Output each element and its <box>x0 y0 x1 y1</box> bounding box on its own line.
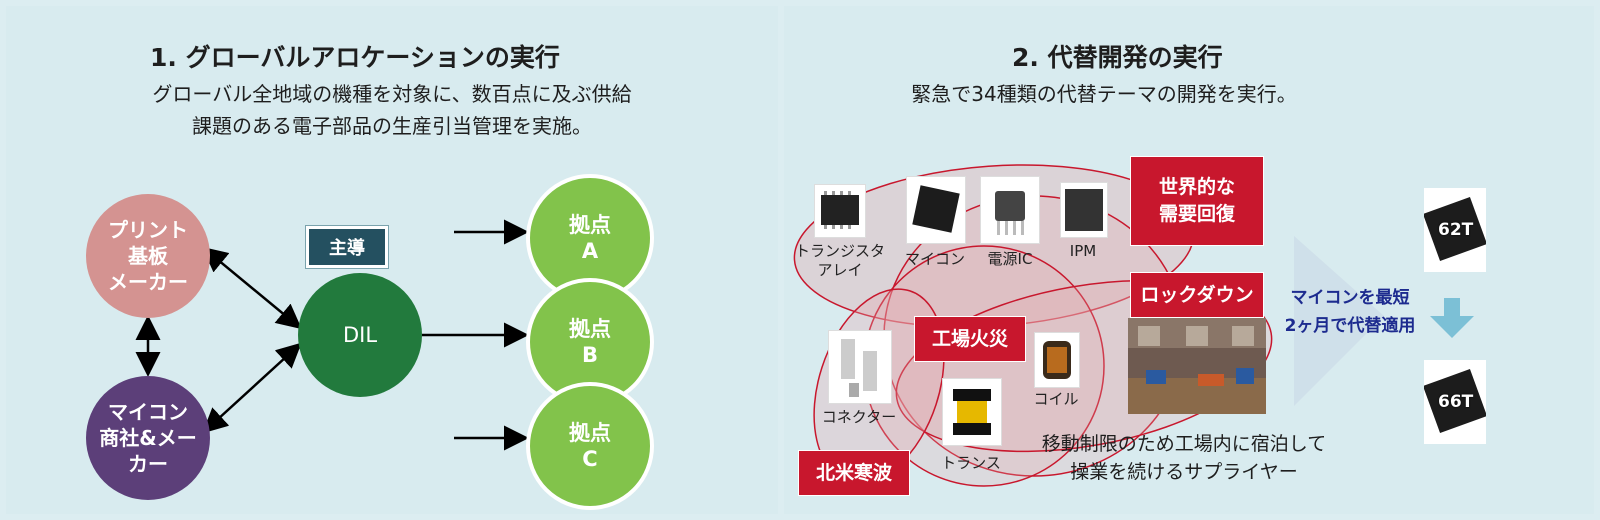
chip-66t-label: 66T <box>1438 392 1474 412</box>
down-arrow <box>1430 298 1474 338</box>
connector-label: コネクター <box>821 408 897 426</box>
arrow-micon-dil <box>202 342 302 434</box>
micon-replacement-text: マイコンを最短 2ヶ月で代替適用 <box>1284 288 1416 336</box>
transformer-label: トランス <box>941 454 1001 472</box>
micon-label: マイコン <box>904 250 965 268</box>
coil-label: コイル <box>1033 390 1079 408</box>
transformer-image <box>942 378 1002 446</box>
connector-image <box>828 330 892 404</box>
lockdown-event: ロックダウン <box>1130 272 1264 318</box>
cold-wave-event: 北米寒波 <box>798 450 910 496</box>
right-description: 緊急で34種類の代替テーマの開発を実行。 <box>911 82 1297 106</box>
factory-fire-event: 工場火災 <box>914 316 1026 362</box>
right-big-arrow <box>1294 236 1384 406</box>
left-description-line-2: 課題のある電子部品の生産引当管理を実施。 <box>192 114 592 138</box>
left-title: 1. グローバルアロケーションの実行 <box>150 43 560 72</box>
base-b-node: 拠点 B <box>526 278 654 406</box>
factory-caption: 移動制限のため工場内に宿泊して 操業を続けるサプライヤー <box>1041 433 1327 483</box>
chip-62t-image <box>1422 188 1488 272</box>
chip-66t-image <box>1422 360 1488 444</box>
transistor-array-label: トランジスタ アレイ <box>794 242 885 279</box>
micon-image <box>906 176 966 244</box>
arrow-print-dil <box>202 246 302 330</box>
right-title: 2. 代替開発の実行 <box>1012 43 1223 72</box>
global-demand-event: 世界的な 需要回復 <box>1130 156 1264 246</box>
right-panel: 2. 代替開発の実行 緊急で34種類の代替テーマの開発を実行。 トランジスタ ア… <box>784 6 1594 514</box>
transistor-array-image <box>814 184 866 238</box>
base-c-node: 拠点 C <box>526 382 654 510</box>
flow-arrows <box>135 219 529 451</box>
print-board-maker-node: プリント 基板 メーカー <box>86 194 210 318</box>
left-description: グローバル全地域の機種を対象に、数百点に及ぶ供給 課題のある電子部品の生産引当管… <box>72 78 712 142</box>
dil-node: DIL <box>298 273 422 397</box>
micon-maker-node: マイコン 商社&メー カー <box>86 376 210 500</box>
left-description-line-1: グローバル全地域の機種を対象に、数百点に及ぶ供給 <box>152 82 632 106</box>
ipm-label: IPM <box>1069 242 1097 260</box>
lead-badge: 主導 <box>306 226 388 268</box>
power-ic-image <box>980 176 1040 244</box>
ipm-image <box>1060 182 1108 238</box>
chip-62t-label: 62T <box>1438 220 1474 240</box>
factory-photo <box>1128 318 1266 414</box>
left-panel: 1. グローバルアロケーションの実行 グローバル全地域の機種を対象に、数百点に及… <box>6 6 778 514</box>
power-ic-label: 電源IC <box>987 250 1033 268</box>
coil-image <box>1034 332 1080 388</box>
